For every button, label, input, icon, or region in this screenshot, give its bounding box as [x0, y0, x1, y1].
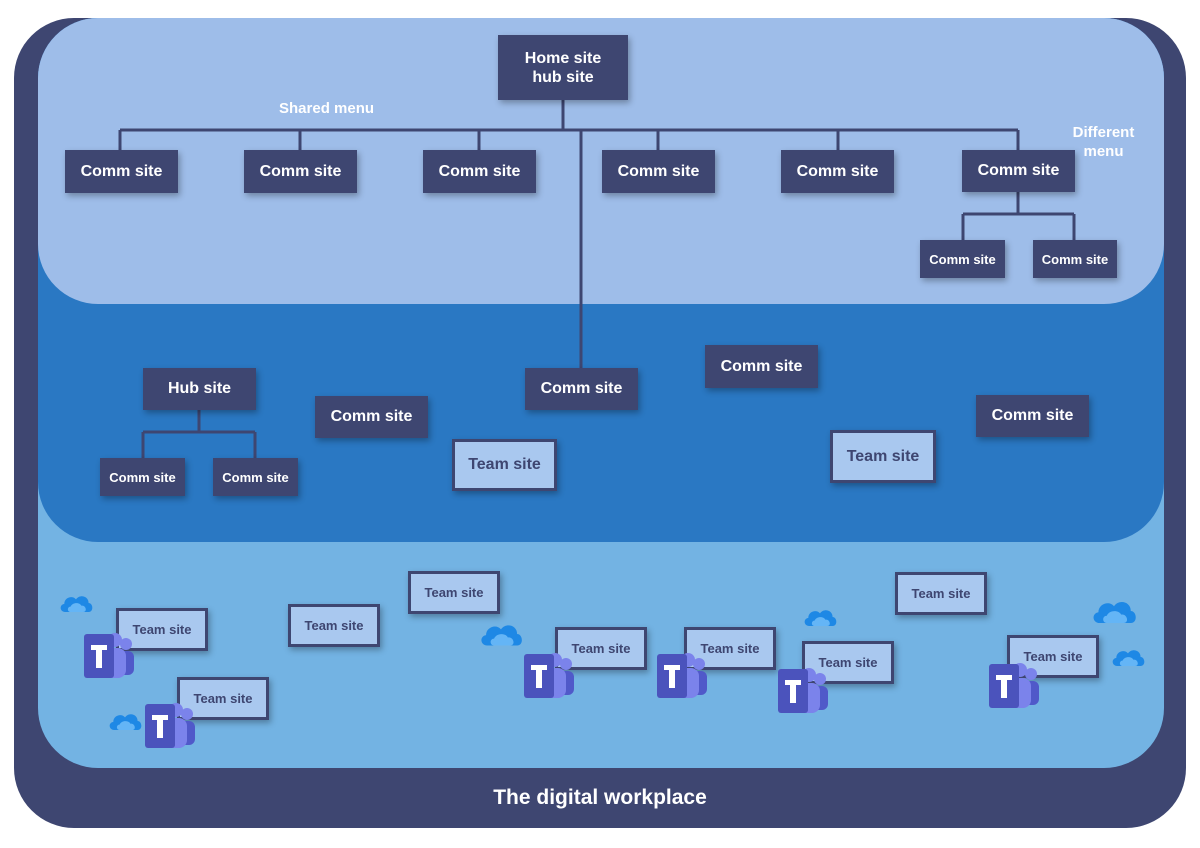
comm-site-box: Comm site [315, 396, 428, 438]
onedrive-cloud-icon [481, 625, 522, 646]
comm-site-box: Comm site [705, 345, 818, 388]
comm-site-box: Comm site [1033, 240, 1117, 278]
home-site-box: Home site hub site [498, 35, 628, 100]
team-site-box: Team site [177, 677, 269, 720]
onedrive-cloud-icon [1112, 650, 1145, 666]
teams-icon [989, 663, 1039, 708]
hub-site-box: Hub site [143, 368, 256, 410]
team-site-box: Team site [452, 439, 557, 491]
team-site-box: Team site [895, 572, 987, 615]
comm-site-box: Comm site [244, 150, 357, 193]
team-site-box: Team site [408, 571, 500, 614]
onedrive-cloud-icon [109, 714, 142, 730]
comm-site-box: Comm site [213, 458, 298, 496]
comm-site-box: Comm site [65, 150, 178, 193]
teams-icon [84, 633, 134, 678]
shared-menu-label: Shared menu [279, 100, 375, 117]
comm-site-box: Comm site [602, 150, 715, 193]
teams-icon [657, 653, 707, 698]
different-menu-label: Different menu [1072, 124, 1135, 160]
comm-site-box: Comm site [525, 368, 638, 410]
comm-site-box: Comm site [976, 395, 1089, 437]
comm-site-box: Comm site [920, 240, 1005, 278]
home-site-label: Home site hub site [524, 49, 602, 86]
teams-icon [524, 653, 574, 698]
onedrive-cloud-icon [60, 596, 93, 612]
diagram-title: The digital workplace [493, 786, 707, 809]
onedrive-cloud-icon [804, 610, 837, 626]
team-site-box: Team site [830, 430, 936, 483]
team-site-box: Team site [116, 608, 208, 651]
team-site-box: Team site [555, 627, 647, 670]
comm-site-box: Comm site [423, 150, 536, 193]
comm-site-box: Comm site [781, 150, 894, 193]
onedrive-cloud-icon [1093, 602, 1136, 623]
comm-site-box: Comm site [962, 150, 1075, 192]
team-site-box: Team site [288, 604, 380, 647]
teams-icon [778, 668, 828, 713]
comm-site-box: Comm site [100, 458, 185, 496]
teams-icon [145, 703, 195, 748]
